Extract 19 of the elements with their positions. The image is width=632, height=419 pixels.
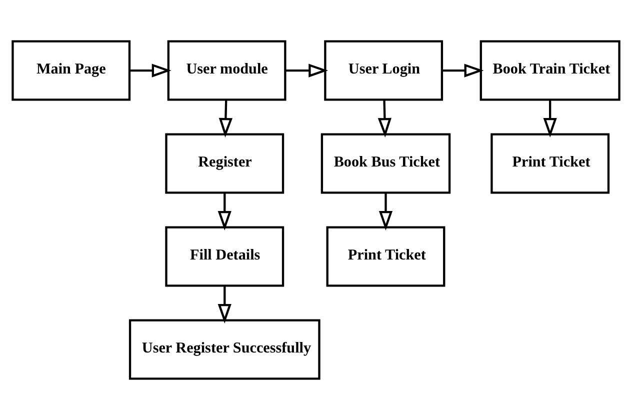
- node-box: Register: [165, 132, 284, 194]
- node-box: Fill Details: [165, 226, 284, 286]
- arrow: [218, 192, 232, 230]
- arrow: [543, 99, 557, 137]
- node-box: Print Ticket: [326, 226, 446, 286]
- node-box: Book Train Ticket: [480, 40, 620, 100]
- node-box: Print Ticket: [490, 132, 610, 194]
- arrow: [378, 192, 393, 230]
- node-box: User Register Successfully: [128, 318, 320, 380]
- arrow: [218, 99, 233, 137]
- arrow: [218, 285, 232, 323]
- node-box: Book Bus Ticket: [320, 132, 451, 194]
- node-box: User Login: [324, 40, 444, 100]
- node-box: Main Page: [12, 40, 131, 100]
- arrow: [285, 63, 328, 77]
- arrow: [378, 99, 392, 137]
- arrow: [130, 63, 172, 77]
- node-box: User module: [167, 40, 286, 100]
- arrow: [442, 63, 484, 77]
